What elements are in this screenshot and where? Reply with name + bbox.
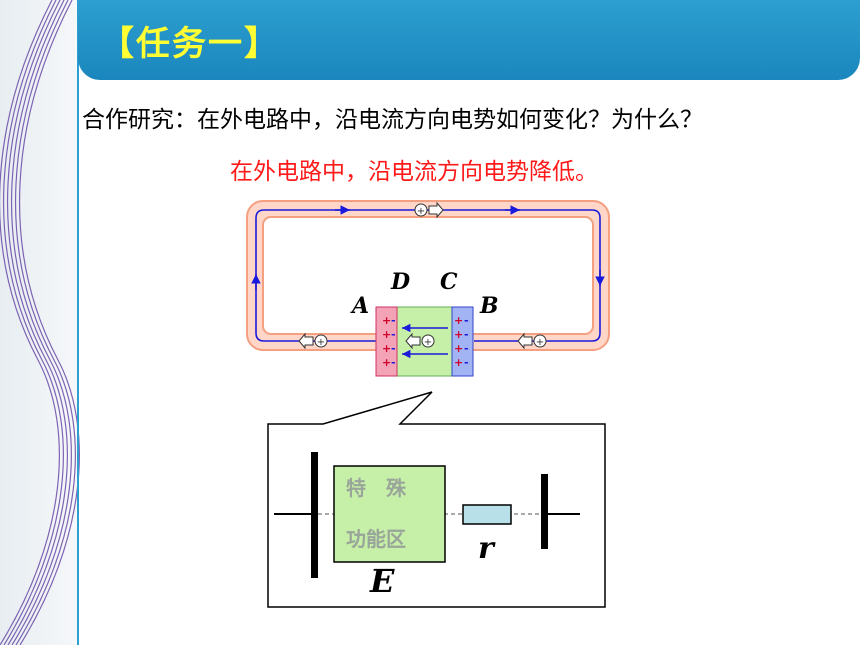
battery-model-callout: 特 殊 功能区 E r (267, 391, 606, 608)
region-label-line2: 功能区 (346, 527, 406, 551)
region-label-line1: 特 殊 (346, 476, 407, 500)
plate-sign: + (382, 356, 391, 369)
left-plate (375, 306, 398, 377)
charge-sign: + (317, 337, 325, 348)
special-function-region (333, 465, 446, 563)
plate-sign: - (391, 356, 396, 369)
plate-sign: - (464, 328, 469, 341)
charge-sign: + (417, 206, 425, 217)
wave-lines-decoration (0, 0, 80, 645)
plate-sign: - (391, 328, 396, 341)
left-decoration-panel (0, 0, 80, 645)
label-point-d: D (390, 269, 410, 295)
plate-sign: + (454, 328, 463, 341)
charge-sign: + (536, 337, 544, 348)
plate-sign: - (464, 342, 469, 355)
answer-text: 在外电路中，沿电流方向电势降低。 (230, 159, 598, 185)
moving-charge-right: + (517, 332, 547, 350)
plate-sign: - (391, 342, 396, 355)
right-plate (451, 306, 474, 377)
question-text: 合作研究：在外电路中，沿电流方向电势如何变化？为什么？ (82, 107, 703, 133)
plate-sign: + (454, 356, 463, 369)
resistance-label: r (478, 531, 496, 566)
page-title: 【任务一】 (100, 24, 280, 64)
plate-sign: + (382, 314, 391, 327)
plate-sign: + (382, 342, 391, 355)
battery-short-plate (541, 474, 548, 549)
plate-sign: + (454, 342, 463, 355)
circuit-loop (246, 200, 610, 351)
charge-sign: + (424, 337, 432, 348)
label-point-b: B (479, 293, 499, 319)
plate-sign: - (464, 314, 469, 327)
label-point-a: A (350, 293, 369, 319)
plate-sign: - (391, 314, 396, 327)
label-point-c: C (440, 269, 458, 295)
moving-charge-top: + (414, 201, 444, 219)
plate-sign: - (464, 356, 469, 369)
title-bar (78, 0, 860, 80)
moving-charge-left: + (298, 332, 328, 350)
battery-long-plate (311, 452, 318, 578)
battery-cell: + + + + - - - - + + + + - - - - + (375, 306, 474, 377)
plate-sign: + (454, 314, 463, 327)
emf-label: E (369, 562, 395, 600)
plate-sign: + (382, 328, 391, 341)
internal-resistor (462, 504, 512, 525)
